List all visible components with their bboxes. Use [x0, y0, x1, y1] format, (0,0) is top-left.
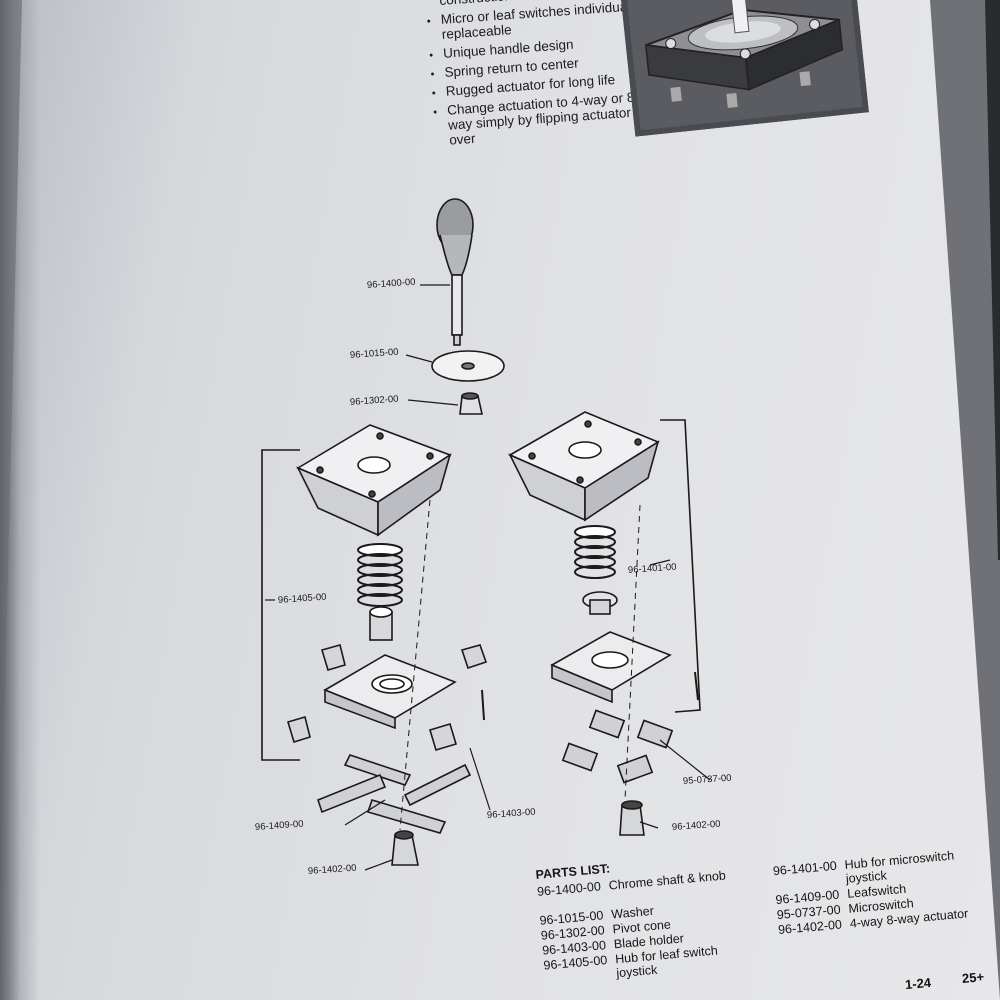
page-number-next: 25+	[961, 969, 985, 986]
micro-spring	[574, 525, 616, 579]
shaft-and-knob	[436, 198, 474, 346]
left-assembly-bracket	[261, 449, 300, 761]
screw-right	[694, 671, 699, 701]
screw-left	[481, 689, 485, 721]
actuator-left	[391, 830, 419, 866]
leaf-hub	[369, 606, 393, 641]
micro-housing	[508, 411, 660, 522]
leaf-spring	[357, 543, 403, 607]
micro-plate	[550, 631, 672, 704]
joystick-photo	[615, 0, 870, 137]
washer	[431, 350, 505, 382]
microswitches	[561, 709, 674, 784]
right-assembly-bracket	[660, 419, 701, 713]
page-number-range: 1-24	[904, 974, 932, 993]
blade-holders	[287, 644, 488, 751]
actuator-right	[619, 800, 645, 836]
binding-shadow	[0, 0, 20, 1000]
micro-hub	[582, 591, 618, 615]
pivot-cone	[459, 392, 483, 415]
leaf-housing	[296, 424, 452, 537]
leafswitches	[317, 754, 472, 834]
leaf-plate	[323, 654, 457, 730]
